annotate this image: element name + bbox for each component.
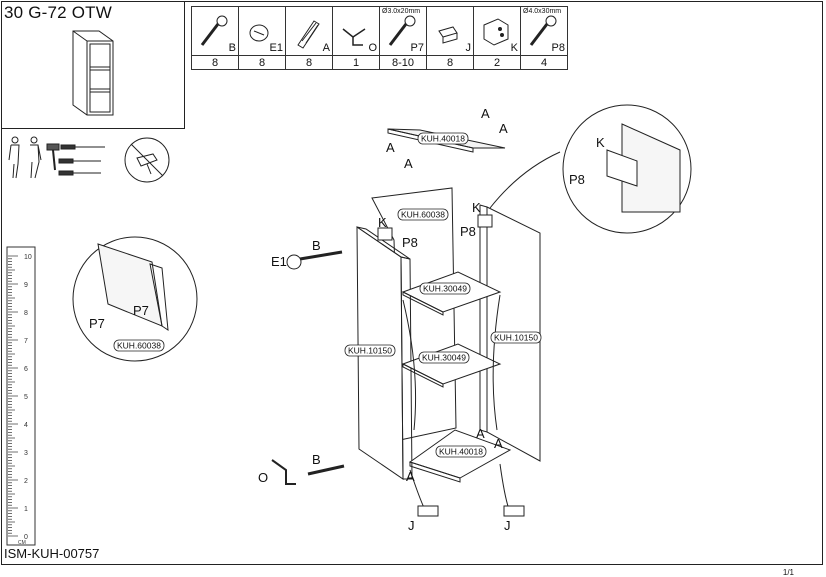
callout-a: A <box>406 469 415 484</box>
hardware-qty: 4 <box>520 55 568 70</box>
model-box: 30 G-72 OTW <box>1 1 185 129</box>
svg-text:KUH.40018: KUH.40018 <box>421 134 465 144</box>
ruler-mark: 2 <box>24 478 28 485</box>
hardware-qty: 8-10 <box>379 55 427 70</box>
callout-j: J <box>504 518 511 533</box>
svg-text:KUH.60038: KUH.60038 <box>117 341 161 351</box>
hardware-cell-b: B <box>191 6 239 56</box>
callout-o: O <box>258 470 268 485</box>
ruler-unit: CM <box>18 540 26 546</box>
ruler-mark: 8 <box>24 310 28 317</box>
callout-p7: P7 <box>133 303 149 318</box>
hardware-qty: 8 <box>238 55 286 70</box>
callout-p8: P8 <box>569 172 585 187</box>
svg-text:KUH.10150: KUH.10150 <box>348 346 392 356</box>
hardware-code: P7 <box>410 42 424 54</box>
svg-text:KUH.40018: KUH.40018 <box>439 447 483 457</box>
callout-j: J <box>408 518 415 533</box>
two-people-icon <box>8 136 42 179</box>
hardware-cell-a: A <box>285 6 333 56</box>
panel-tag-back: KUH.60038 <box>397 208 449 221</box>
callout-b: B <box>312 452 321 467</box>
ruler-mark: 5 <box>24 394 28 401</box>
callout-e1: E1 <box>271 254 287 269</box>
document-code: ISM-KUH-00757 <box>4 546 100 561</box>
ruler-mark: 1 <box>24 506 28 513</box>
callout-a: A <box>499 121 508 136</box>
tools-panel <box>1 130 185 186</box>
callout-a: A <box>494 436 503 451</box>
hardware-code: E1 <box>269 42 283 54</box>
hardware-spec: Ø3.0x20mm <box>382 8 421 15</box>
page-frame <box>1 1 823 565</box>
panel-tag-top: KUH.40018 <box>417 132 469 145</box>
hardware-cell-o: O <box>332 6 380 56</box>
callout-b: B <box>312 238 321 253</box>
callout-k: K <box>596 135 605 150</box>
callout-a: A <box>476 426 485 441</box>
ruler-mark: 3 <box>24 450 28 457</box>
ruler-mark: 6 <box>24 366 28 373</box>
tools-illustration <box>8 136 170 183</box>
hardware-cell-k: K <box>473 6 521 56</box>
no-power-drill-icon <box>124 137 170 183</box>
hardware-code: A <box>322 42 330 54</box>
callout-p8: P8 <box>460 224 476 239</box>
panel-tag-bottom: KUH.40018 <box>435 445 487 458</box>
model-title: 30 G-72 OTW <box>4 3 113 22</box>
svg-text:KUH.10150: KUH.10150 <box>494 333 538 343</box>
hardware-spec: Ø4.0x30mm <box>523 8 562 15</box>
callout-a: A <box>404 156 413 171</box>
ruler-mark: 4 <box>24 422 28 429</box>
ruler-mark: 7 <box>24 338 28 345</box>
hardware-code: O <box>368 42 377 54</box>
ruler-mark: 10 <box>24 254 32 261</box>
cabinet-thumbnail <box>72 30 114 116</box>
page-number: 1/1 <box>782 568 794 577</box>
hardware-qty: 1 <box>332 55 380 70</box>
panel-tag-shelf-upper: KUH.30049 <box>419 282 471 295</box>
hardware-code: K <box>510 42 518 54</box>
panel-tag-side-left: KUH.10150 <box>344 344 396 357</box>
hardware-code: P8 <box>551 42 565 54</box>
screwdriver-icon <box>58 144 105 176</box>
ruler-mark: 9 <box>24 282 28 289</box>
callout-k: K <box>472 200 481 215</box>
panel-tag-shelf-lower: KUH.30049 <box>418 351 470 364</box>
callout-p8: P8 <box>402 235 418 250</box>
hammer-icon <box>46 143 60 171</box>
callout-k: K <box>378 215 387 230</box>
hardware-code: B <box>228 42 236 54</box>
panel-tag-side-right: KUH.10150 <box>490 331 542 344</box>
svg-text:KUH.60038: KUH.60038 <box>401 210 445 220</box>
callout-a: A <box>481 106 490 121</box>
svg-text:KUH.30049: KUH.30049 <box>422 353 466 363</box>
svg-text:KUH.30049: KUH.30049 <box>423 284 467 294</box>
ruler-mark: 0 <box>24 534 28 541</box>
hardware-cell-e1: E1 <box>238 6 286 56</box>
hardware-code: J <box>465 42 472 54</box>
callout-p7: P7 <box>89 316 105 331</box>
panel-tag-detail-back: KUH.60038 <box>113 339 165 352</box>
callout-a: A <box>386 140 395 155</box>
